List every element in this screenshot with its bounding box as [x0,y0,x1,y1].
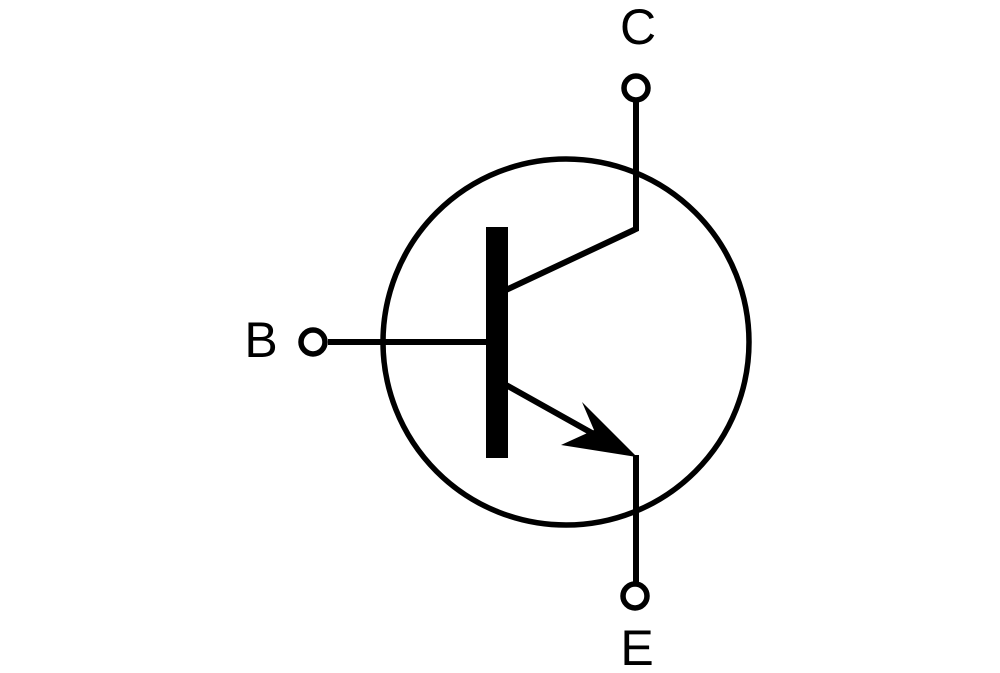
base-terminal [298,327,328,357]
collector-terminal [621,73,651,103]
emitter-terminal [620,581,650,611]
collector-label: C [620,0,656,55]
base-label: B [244,312,277,368]
emitter-label: E [620,620,653,673]
emitter-arrowhead-icon [561,402,637,457]
base-bar [486,227,508,458]
collector-lead [504,102,639,293]
